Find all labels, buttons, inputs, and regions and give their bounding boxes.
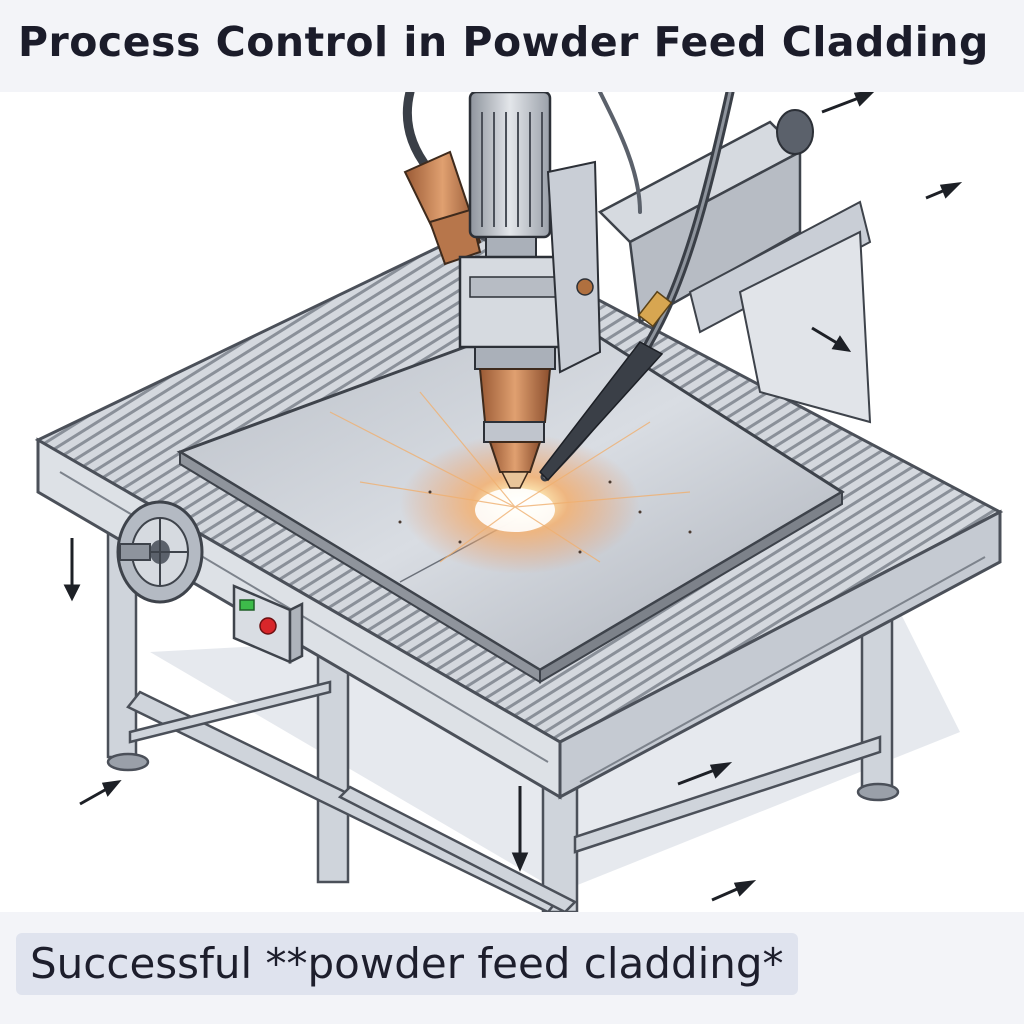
side-copper-nozzle xyxy=(403,150,482,266)
table-frame xyxy=(106,530,900,912)
cladding-machine-illustration xyxy=(0,92,1024,912)
cladding-head xyxy=(458,92,602,489)
green-indicator-light xyxy=(239,599,255,611)
title-bar: Process Control in Powder Feed Cladding xyxy=(0,0,1024,92)
control-box xyxy=(232,584,304,665)
gantry-rail xyxy=(597,109,872,424)
red-stop-button xyxy=(259,617,277,635)
caption-bar: Successful **powder feed cladding* xyxy=(0,912,1024,1024)
melt-pool-glow xyxy=(329,391,692,574)
drive-wheel xyxy=(116,500,204,604)
powder-injector xyxy=(539,290,673,482)
motion-arrows xyxy=(63,92,963,902)
page-title: Process Control in Powder Feed Cladding xyxy=(18,18,989,66)
caption-label: Successful **powder feed cladding* xyxy=(16,933,798,995)
